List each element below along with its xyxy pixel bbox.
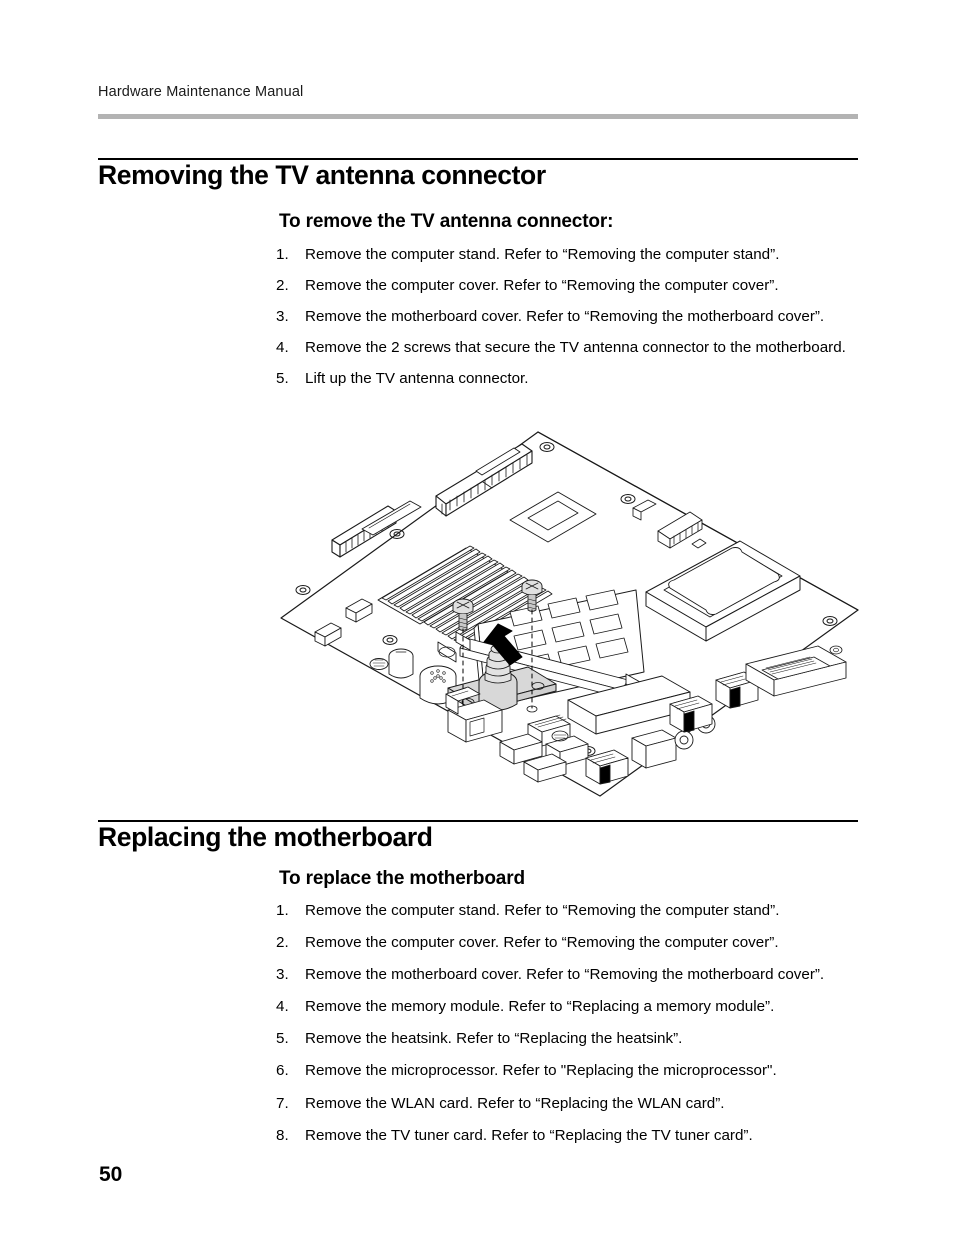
page-title-removing-tv-antenna: Removing the TV antenna connector xyxy=(98,160,546,190)
list-item-text: Remove the computer stand. Refer to “Rem… xyxy=(305,902,780,919)
list-item-text: Remove the heatsink. Refer to “Replacing… xyxy=(305,1030,683,1048)
list-item-number: 6. xyxy=(276,1062,289,1080)
subheading-to-remove-tv-antenna: To remove the TV antenna connector: xyxy=(279,211,614,232)
list-item-number: 8. xyxy=(276,1126,289,1144)
left-slim-slot xyxy=(361,500,422,536)
running-header-title: Hardware Maintenance Manual xyxy=(98,84,304,100)
edge-component xyxy=(551,730,569,742)
steps-list-removing-tv-antenna: 1. Remove the computer stand. Refer to “… xyxy=(276,243,864,398)
list-item-number: 1. xyxy=(276,902,289,919)
list-item-text: Remove the computer cover. Refer to “Rem… xyxy=(305,277,779,295)
list-item-number: 3. xyxy=(276,966,289,984)
list-item-text: Remove the memory module. Refer to “Repl… xyxy=(305,998,775,1016)
list-item-text: Remove the microprocessor. Refer to "Rep… xyxy=(305,1062,777,1080)
list-item-number: 4. xyxy=(276,339,289,357)
list-item-number: 4. xyxy=(276,998,289,1016)
list-item: 1. Remove the computer stand. Refer to “… xyxy=(276,243,864,266)
header-divider-rule xyxy=(98,114,858,119)
board-modules xyxy=(567,675,691,735)
list-item: 6. Remove the microprocessor. Refer to "… xyxy=(276,1059,864,1082)
small-chips xyxy=(499,714,589,783)
small-components xyxy=(314,598,373,647)
microprocessor-socket xyxy=(645,538,801,642)
steps-list-replacing-motherboard: 1. Remove the computer stand. Refer to “… xyxy=(276,899,864,1156)
list-item-text: Remove the computer cover. Refer to “Rem… xyxy=(305,934,779,952)
list-item-number: 7. xyxy=(276,1094,289,1112)
list-item-text: Remove the 2 screws that secure the TV a… xyxy=(305,339,846,357)
list-item: 4. Remove the memory module. Refer to “R… xyxy=(276,995,864,1018)
chip-package xyxy=(509,491,597,543)
heatsink xyxy=(377,545,553,663)
antenna-screw-2 xyxy=(521,579,543,612)
pin-header-top-2 xyxy=(475,447,521,476)
list-item-number: 5. xyxy=(276,370,289,388)
screw-alignment-lines xyxy=(462,609,533,725)
subheading-to-replace-motherboard: To replace the motherboard xyxy=(279,868,525,889)
lift-arrow xyxy=(483,623,523,666)
pin-header-right xyxy=(632,499,703,549)
io-ports xyxy=(585,645,847,785)
section-rule-removing-tv-antenna xyxy=(98,158,858,160)
list-item: 3. Remove the motherboard cover. Refer t… xyxy=(276,963,864,986)
section-rule-replacing-motherboard xyxy=(98,820,858,822)
list-item: 5. Lift up the TV antenna connector. xyxy=(276,367,864,390)
motherboard-illustration xyxy=(270,424,870,804)
list-item-number: 2. xyxy=(276,934,289,952)
list-item-text: Remove the motherboard cover. Refer to “… xyxy=(305,966,825,984)
list-item-number: 1. xyxy=(276,246,289,263)
page-number: 50 xyxy=(99,1163,123,1186)
list-item: 4. Remove the 2 screws that secure the T… xyxy=(276,336,864,359)
list-item-text: Lift up the TV antenna connector. xyxy=(305,370,529,388)
list-item-text: Remove the motherboard cover. Refer to “… xyxy=(305,308,825,326)
list-item-number: 2. xyxy=(276,277,289,295)
list-item-number: 5. xyxy=(276,1030,289,1048)
list-item-text: Remove the WLAN card. Refer to “Replacin… xyxy=(305,1094,725,1112)
page-title-replacing-motherboard: Replacing the motherboard xyxy=(98,822,433,852)
list-item: 8. Remove the TV tuner card. Refer to “R… xyxy=(276,1124,864,1147)
list-item-text: Remove the TV tuner card. Refer to “Repl… xyxy=(305,1126,753,1144)
list-item: 2. Remove the computer cover. Refer to “… xyxy=(276,931,864,954)
list-item-number: 3. xyxy=(276,308,289,326)
list-item: 3. Remove the motherboard cover. Refer t… xyxy=(276,305,864,328)
list-item: 5. Remove the heatsink. Refer to “Replac… xyxy=(276,1027,864,1050)
list-item: 2. Remove the computer cover. Refer to “… xyxy=(276,274,864,297)
list-item: 7. Remove the WLAN card. Refer to “Repla… xyxy=(276,1092,864,1115)
left-modules xyxy=(445,686,503,743)
list-item: 1. Remove the computer stand. Refer to “… xyxy=(276,899,864,922)
antenna-screw-1 xyxy=(452,598,474,631)
list-item-text: Remove the computer stand. Refer to “Rem… xyxy=(305,246,780,263)
